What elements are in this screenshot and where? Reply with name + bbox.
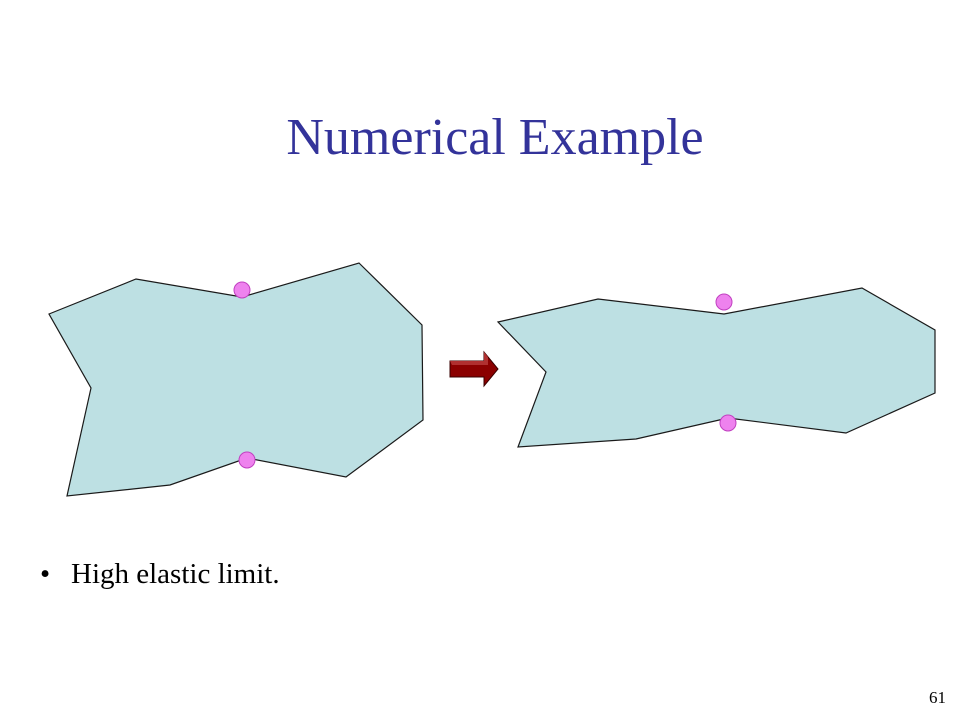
bullet-item: • High elastic limit. — [40, 556, 280, 592]
bullet-mark: • — [40, 558, 51, 590]
pin-top-right-icon — [715, 293, 733, 311]
bullet-text: High elastic limit. — [71, 558, 280, 590]
deformed-shape — [496, 287, 936, 448]
pin-top-left-icon — [233, 281, 251, 299]
slide-title: Numerical Example — [286, 109, 704, 166]
page-number: 61 — [929, 688, 946, 707]
pin-bottom-left-icon — [238, 451, 256, 469]
pin-bottom-right-icon — [719, 414, 737, 432]
right-arrow-icon — [449, 350, 499, 388]
original-shape — [48, 262, 424, 497]
